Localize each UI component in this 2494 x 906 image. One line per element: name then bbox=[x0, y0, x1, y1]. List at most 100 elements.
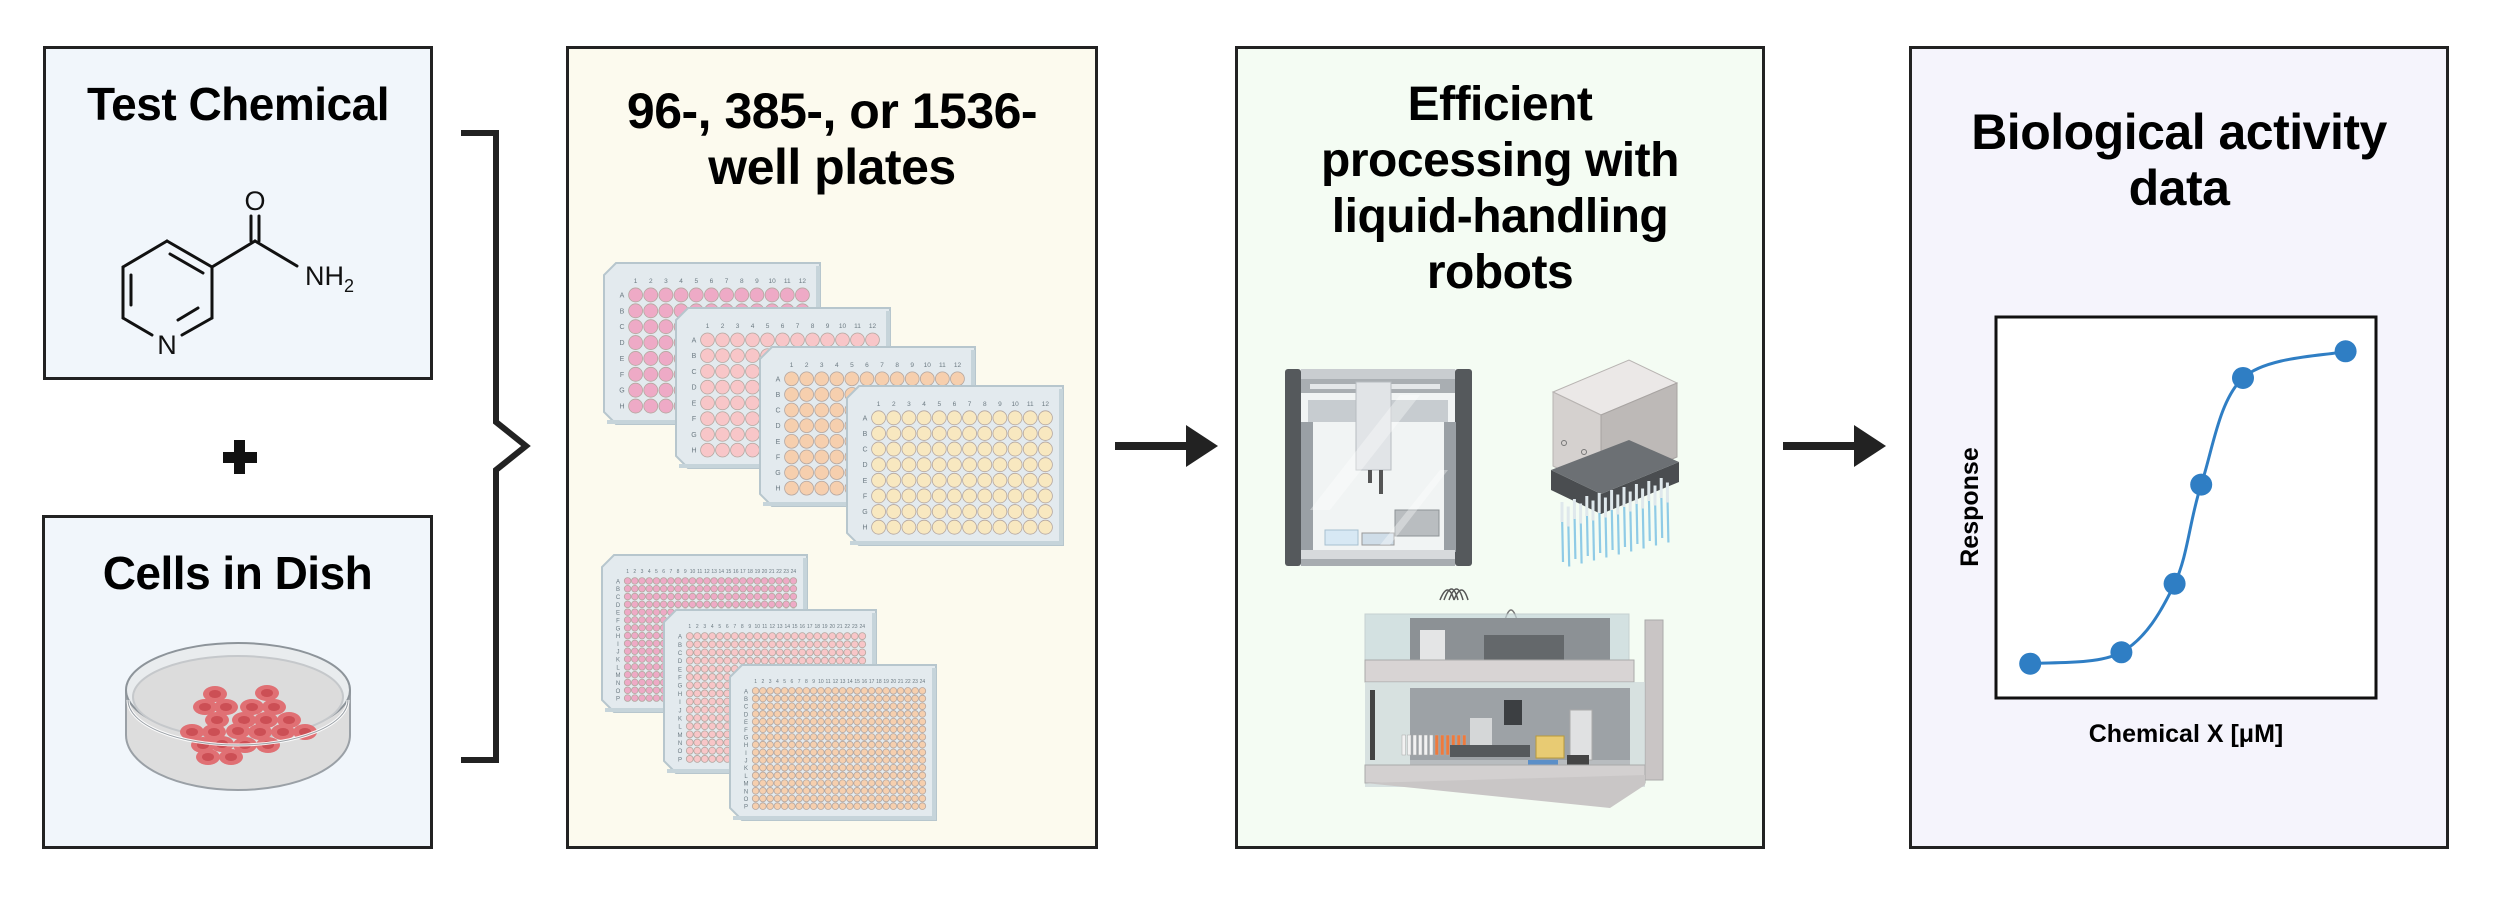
well bbox=[911, 794, 919, 803]
well bbox=[746, 585, 754, 593]
well bbox=[859, 371, 875, 387]
well bbox=[753, 656, 762, 665]
well bbox=[882, 710, 890, 718]
column-label: 20 bbox=[891, 679, 897, 685]
well bbox=[751, 763, 760, 772]
column-label: 23 bbox=[783, 569, 789, 575]
well bbox=[782, 577, 790, 585]
well bbox=[809, 702, 818, 710]
well bbox=[886, 457, 902, 473]
well bbox=[882, 733, 890, 741]
well bbox=[715, 640, 724, 649]
column-label: 19 bbox=[822, 624, 828, 630]
well bbox=[693, 730, 702, 739]
well bbox=[875, 740, 883, 749]
well bbox=[708, 640, 717, 649]
well bbox=[886, 488, 902, 504]
well bbox=[780, 740, 789, 749]
well bbox=[631, 670, 639, 679]
well bbox=[886, 410, 902, 426]
well bbox=[931, 504, 947, 519]
well bbox=[871, 426, 886, 441]
well bbox=[773, 802, 782, 810]
well bbox=[685, 730, 694, 739]
row-label: L bbox=[678, 725, 682, 731]
well bbox=[749, 287, 765, 303]
well bbox=[782, 585, 790, 593]
well bbox=[916, 519, 932, 535]
well bbox=[766, 756, 774, 764]
row-label: F bbox=[678, 676, 682, 682]
well bbox=[775, 648, 784, 657]
well bbox=[886, 426, 902, 441]
row-label: A bbox=[744, 689, 748, 695]
well bbox=[693, 722, 702, 731]
well bbox=[685, 689, 694, 698]
well bbox=[853, 748, 861, 757]
well bbox=[901, 410, 917, 426]
well bbox=[751, 740, 760, 749]
row-label: K bbox=[744, 766, 748, 772]
row-label: M bbox=[744, 782, 749, 788]
well bbox=[667, 592, 675, 601]
row-label: B bbox=[678, 643, 682, 649]
well bbox=[824, 740, 832, 749]
row-label: G bbox=[619, 388, 624, 395]
well bbox=[730, 442, 745, 458]
row-label: L bbox=[616, 665, 620, 671]
well bbox=[628, 351, 643, 366]
row-label: G bbox=[616, 626, 621, 632]
well bbox=[838, 687, 847, 695]
column-label: 12 bbox=[799, 278, 807, 285]
row-label: C bbox=[775, 408, 780, 415]
well bbox=[775, 592, 783, 601]
column-label: 9 bbox=[910, 362, 914, 369]
well bbox=[882, 702, 890, 710]
well bbox=[751, 694, 760, 703]
well bbox=[775, 600, 783, 609]
column-label: 4 bbox=[751, 323, 755, 330]
well bbox=[935, 371, 950, 387]
sample-tube bbox=[1401, 734, 1406, 756]
well bbox=[775, 577, 783, 585]
well bbox=[703, 600, 711, 609]
column-label: 10 bbox=[690, 569, 696, 575]
column-label: 9 bbox=[755, 278, 759, 285]
well bbox=[693, 681, 702, 690]
well bbox=[871, 457, 886, 473]
well bbox=[685, 681, 694, 690]
well bbox=[658, 398, 674, 414]
row-label: C bbox=[616, 595, 621, 601]
well bbox=[962, 410, 977, 426]
well bbox=[889, 717, 898, 726]
well bbox=[780, 794, 789, 803]
well bbox=[1022, 426, 1038, 441]
well bbox=[875, 756, 883, 764]
row-label: C bbox=[744, 705, 749, 711]
well bbox=[732, 600, 740, 609]
well bbox=[623, 592, 632, 601]
column-label: 13 bbox=[711, 569, 717, 575]
well bbox=[889, 771, 898, 780]
well bbox=[715, 722, 724, 731]
data-point bbox=[2110, 641, 2133, 664]
well bbox=[751, 748, 760, 757]
well bbox=[809, 794, 818, 803]
well bbox=[875, 763, 883, 772]
well bbox=[992, 519, 1008, 535]
column-label: 4 bbox=[711, 624, 714, 630]
well bbox=[911, 802, 919, 810]
well bbox=[831, 694, 840, 703]
well bbox=[871, 504, 886, 519]
row-label: A bbox=[616, 579, 620, 585]
well bbox=[766, 802, 774, 810]
well bbox=[875, 733, 883, 741]
column-label: 4 bbox=[835, 362, 839, 369]
row-label: E bbox=[692, 400, 697, 407]
row-label: J bbox=[745, 759, 748, 765]
well bbox=[831, 725, 840, 734]
well bbox=[817, 748, 825, 757]
well bbox=[708, 730, 717, 739]
cell bbox=[196, 749, 220, 765]
